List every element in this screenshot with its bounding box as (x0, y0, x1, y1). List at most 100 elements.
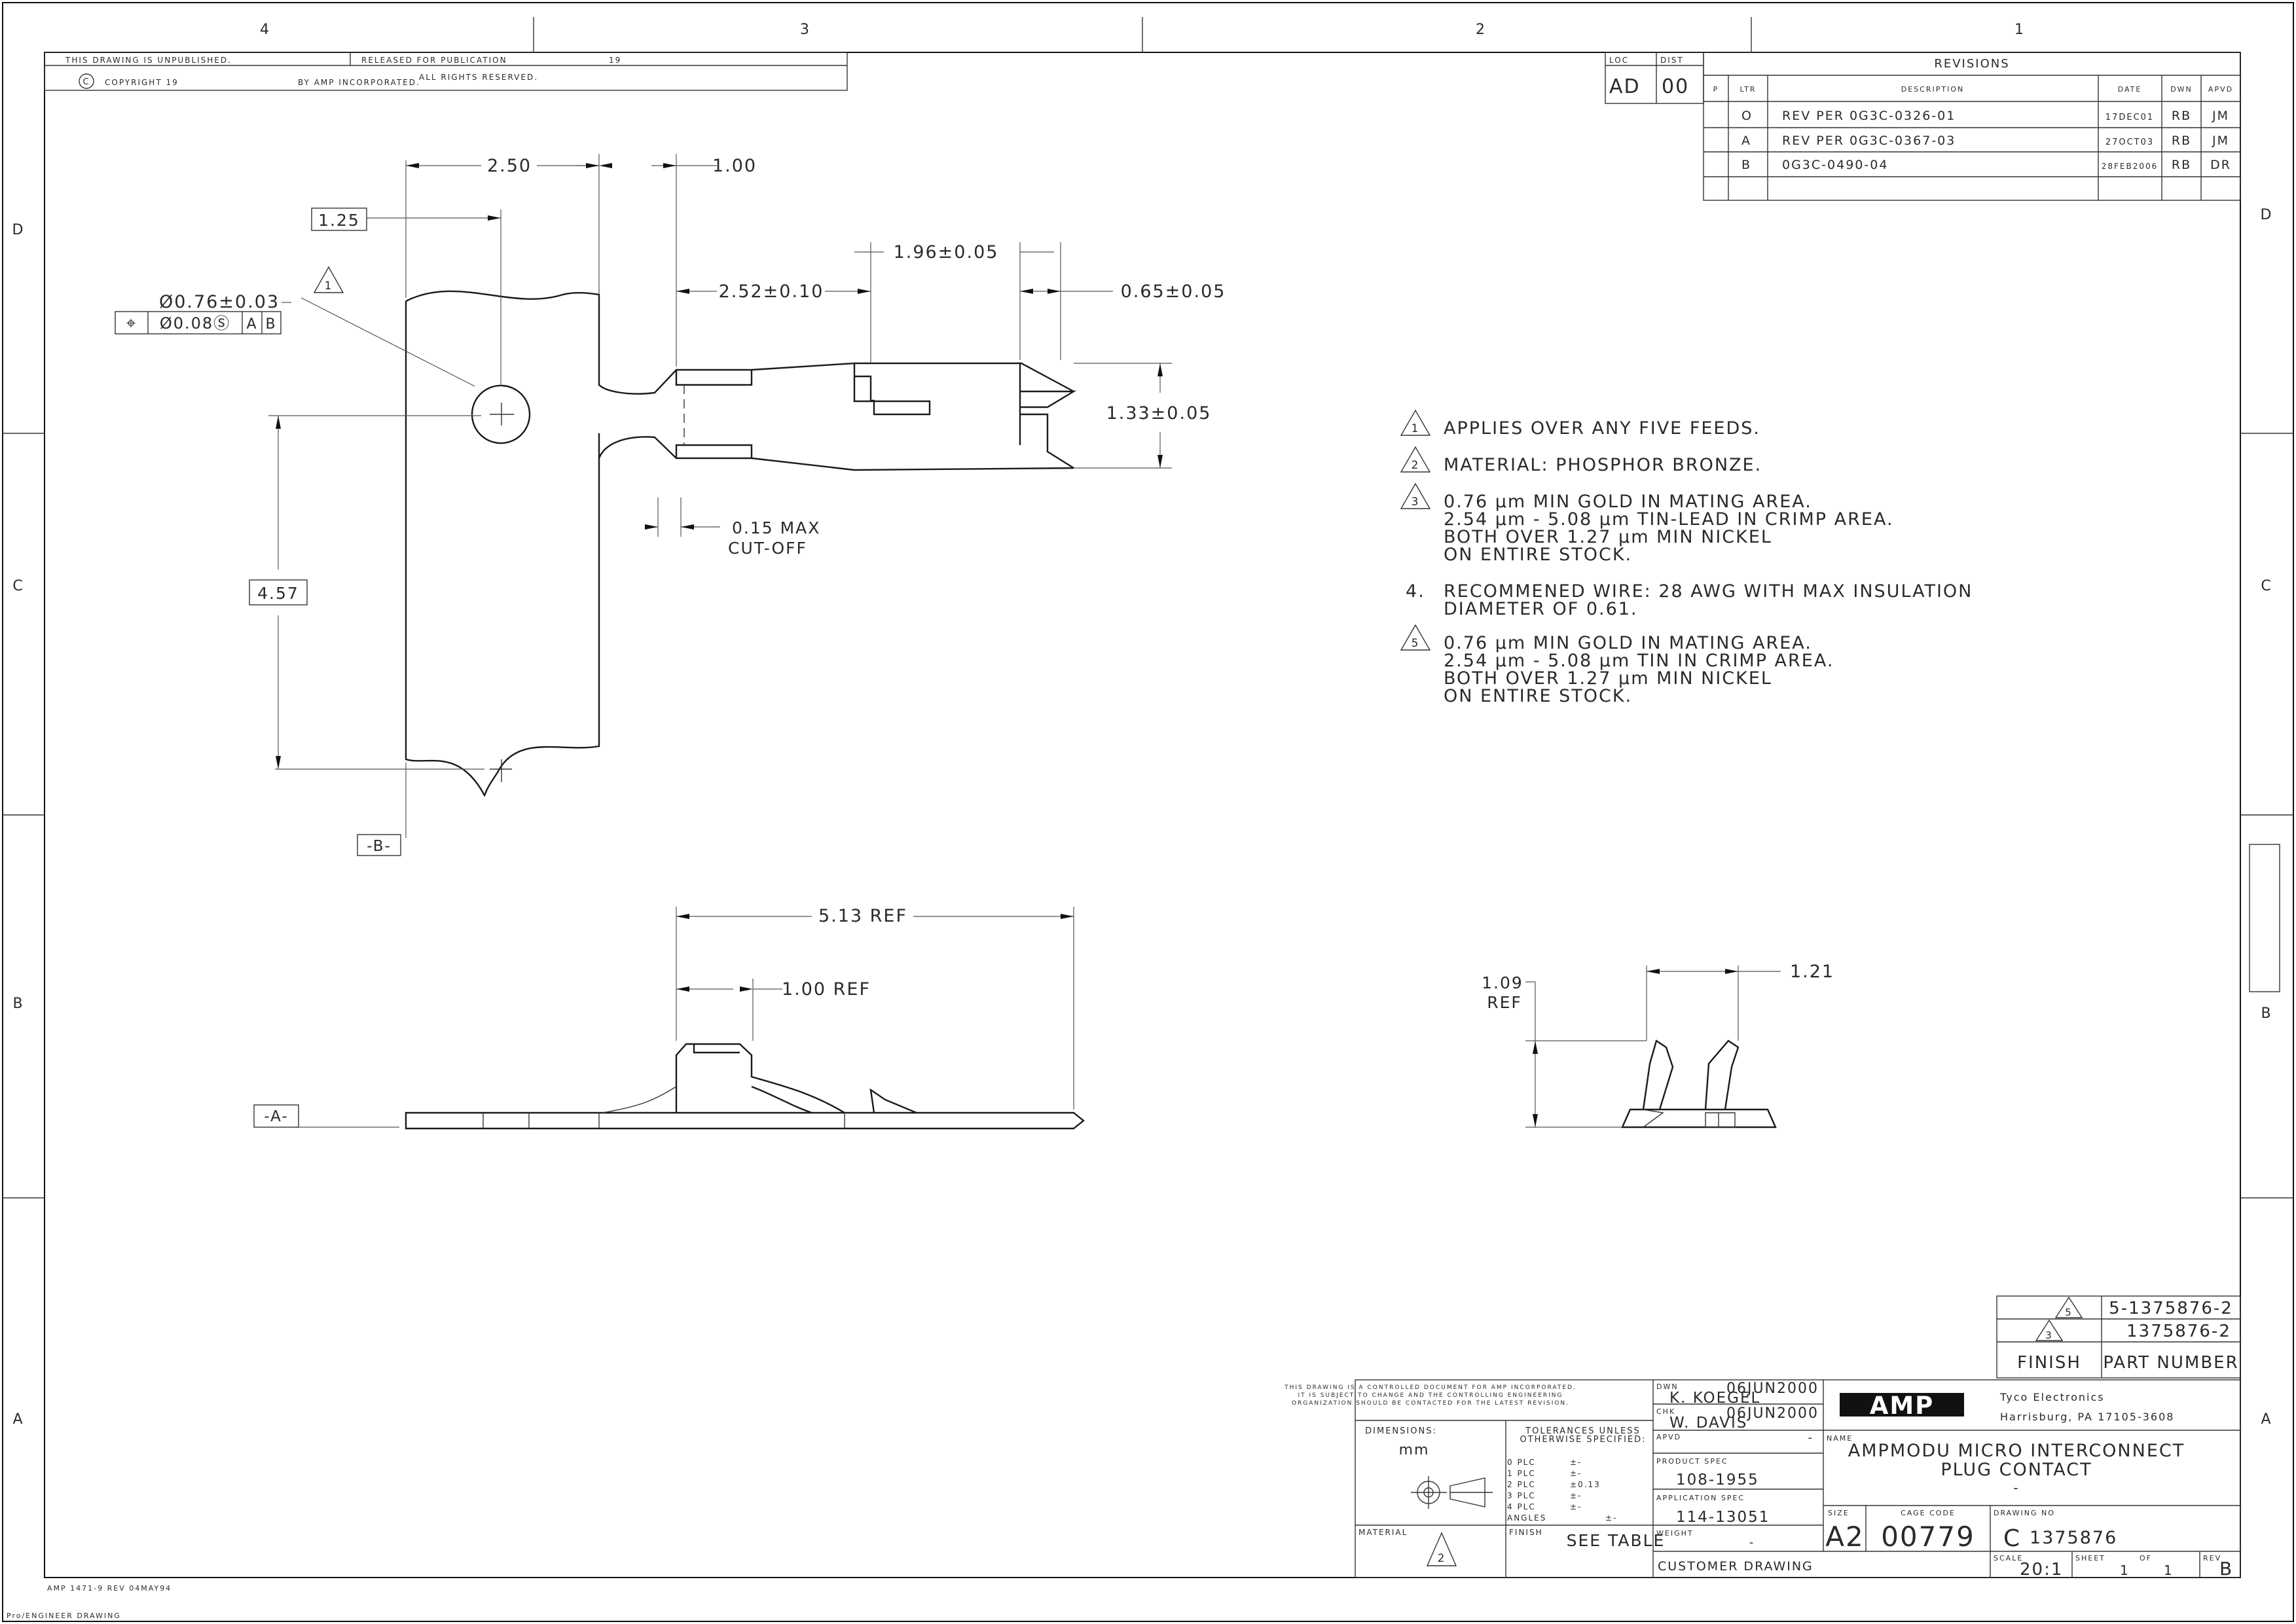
dim-1-33: 1.33±0.05 (1106, 403, 1212, 424)
gtol-frame (115, 311, 282, 334)
side-view-contact (405, 1043, 1085, 1130)
note-2-flag: 2 (1412, 459, 1420, 472)
rev-row-1-desc: REV PER 0G3C-0326-01 (1782, 109, 1956, 123)
tol-row-0-key: 0 PLC (1507, 1458, 1536, 1467)
revisions-title: REVISIONS (1934, 57, 2009, 71)
dim-1-00: 1.00 (712, 156, 757, 176)
dim-hole-diameter: Ø0.76±0.03 (159, 292, 280, 312)
cage-code-value: 00779 (1881, 1521, 1975, 1553)
notice-line-1: THIS DRAWING IS A CONTROLLED DOCUMENT FO… (1284, 1384, 1576, 1391)
note-1-flag: 1 (1412, 422, 1420, 435)
note-5-line-2: 2.54 µm - 5.08 µm TIN IN CRIMP AREA. (1444, 651, 1834, 671)
note-5-line-3: BOTH OVER 1.27 µm MIN NICKEL (1444, 668, 1772, 689)
rev-row-2-dwn: RB (2172, 134, 2191, 148)
zone-row-a-left: A (12, 1411, 24, 1428)
company-address: Harrisburg, PA 17105-3608 (2000, 1411, 2174, 1423)
drawing-name-line-3: - (2013, 1480, 2019, 1496)
dist-label: DIST (1660, 56, 1684, 65)
top-view-dimensions (268, 154, 1172, 838)
rev-row-1-apvd: JM (2212, 109, 2229, 123)
rev-header-description: DESCRIPTION (1901, 85, 1964, 94)
apvd-value: - (1808, 1431, 1814, 1445)
revisions-table (1703, 52, 2241, 201)
zone-row-c-right: C (2261, 578, 2272, 594)
proengineer-note: Pro/ENGINEER DRAWING (7, 1612, 121, 1620)
copyright-year: COPYRIGHT 19 (105, 78, 179, 87)
part-number-column-label: PART NUMBER (2103, 1353, 2238, 1373)
apvd-label: APVD (1656, 1433, 1681, 1441)
rev-row-2-desc: REV PER 0G3C-0367-03 (1782, 134, 1956, 148)
note-4-number: 4. (1406, 581, 1425, 602)
part-number-table (1996, 1295, 2241, 1379)
part-row-1-flag: 5 (2065, 1307, 2073, 1318)
rev-row-1-ltr: O (1741, 109, 1753, 123)
tol-row-1-key: 1 PLC (1507, 1469, 1536, 1478)
part-row-2-number: 1375876-2 (2126, 1322, 2231, 1341)
copyright-symbol: C (82, 77, 90, 87)
product-spec-value: 108-1955 (1676, 1471, 1759, 1489)
side-view-dimensions (295, 907, 1074, 1128)
amp-logo (1840, 1393, 1964, 1416)
basic-box-1-25 (311, 208, 367, 231)
end-view-contact (1621, 1039, 1777, 1128)
of-value: 1 (2164, 1562, 2174, 1578)
zone-row-d-left: D (12, 222, 25, 238)
dim-0-15-max: 0.15 MAX (732, 518, 820, 537)
tol-row-5-key: ANGLES (1507, 1513, 1546, 1523)
drawing-number-label: DRAWING NO (1994, 1509, 2055, 1517)
datum-b-box (357, 834, 401, 856)
tol-row-0-val: ±- (1570, 1458, 1582, 1467)
material-label: MATERIAL (1358, 1528, 1408, 1537)
tolerance-title-1: TOLERANCES UNLESS (1525, 1426, 1641, 1436)
finish-value: SEE TABLE (1567, 1531, 1666, 1550)
chk-date: 06JUN2000 (1726, 1405, 1819, 1422)
ref-label: REF (1487, 993, 1522, 1012)
tol-row-3-key: 3 PLC (1507, 1491, 1536, 1500)
release-year: 19 (609, 56, 621, 65)
copyright-owner: BY AMP INCORPORATED. (298, 78, 420, 87)
note-3-flag: 3 (1412, 496, 1420, 509)
finish-label: FINISH (1509, 1528, 1543, 1537)
end-view-dimensions (1525, 965, 1781, 1128)
gtol-datum-b: B (265, 316, 276, 333)
top-view-contact (405, 290, 1077, 797)
dim-1-96: 1.96±0.05 (894, 242, 999, 262)
note-4-line-2: DIAMETER OF 0.61. (1444, 599, 1638, 619)
dim-2-52: 2.52±0.10 (719, 281, 824, 302)
title-block (1355, 1379, 2241, 1578)
rev-header-ltr: LTR (1740, 85, 1757, 94)
zone-row-b-right: B (2261, 1005, 2272, 1022)
cage-code-label: CAGE CODE (1901, 1509, 1956, 1517)
rev-header-dwn: DWN (2170, 85, 2193, 94)
rev-row-2-ltr: A (1741, 134, 1751, 148)
chk-name: W. DAVIS (1669, 1415, 1747, 1432)
dimensions-units: mm (1399, 1442, 1430, 1458)
dimensions-label: DIMENSIONS: (1365, 1426, 1437, 1436)
rev-header-date: DATE (2118, 85, 2142, 94)
drawing-number-prefix: C (2003, 1525, 2021, 1552)
rev-row-3-desc: 0G3C-0490-04 (1782, 158, 1888, 172)
flag-1-label: 1 (325, 280, 333, 293)
gtol-tolerance: Ø0.08Ⓢ (160, 314, 230, 333)
notes (1400, 409, 1431, 651)
tol-row-2-key: 2 PLC (1507, 1480, 1536, 1489)
weight-label: WEIGHT (1656, 1529, 1694, 1538)
basic-box-4-57 (249, 579, 308, 605)
zone-col-3: 3 (800, 22, 811, 38)
zone-row-b-left: B (12, 996, 24, 1012)
zone-col-4: 4 (260, 22, 270, 38)
note-4-line-1: RECOMMENED WIRE: 28 AWG WITH MAX INSULAT… (1444, 581, 1973, 602)
note-2-line-1: MATERIAL: PHOSPHOR BRONZE. (1444, 455, 1762, 475)
dwn-name: K. KOEGEL (1669, 1390, 1760, 1407)
tol-row-4-key: 4 PLC (1507, 1502, 1536, 1511)
scale-value: 20:1 (2020, 1560, 2063, 1579)
cutoff-label: CUT-OFF (728, 539, 807, 558)
note-5-flag: 5 (1412, 637, 1420, 650)
finish-column-label: FINISH (2017, 1353, 2081, 1373)
rev-value: B (2219, 1558, 2233, 1579)
of-label: OF (2140, 1554, 2152, 1562)
sheet-label: SHEET (2075, 1554, 2105, 1562)
datum-a-label: -A- (264, 1108, 288, 1125)
dim-1-00-ref: 1.00 REF (782, 979, 871, 1000)
drawing-name-line-1: AMPMODU MICRO INTERCONNECT (1848, 1441, 2185, 1461)
